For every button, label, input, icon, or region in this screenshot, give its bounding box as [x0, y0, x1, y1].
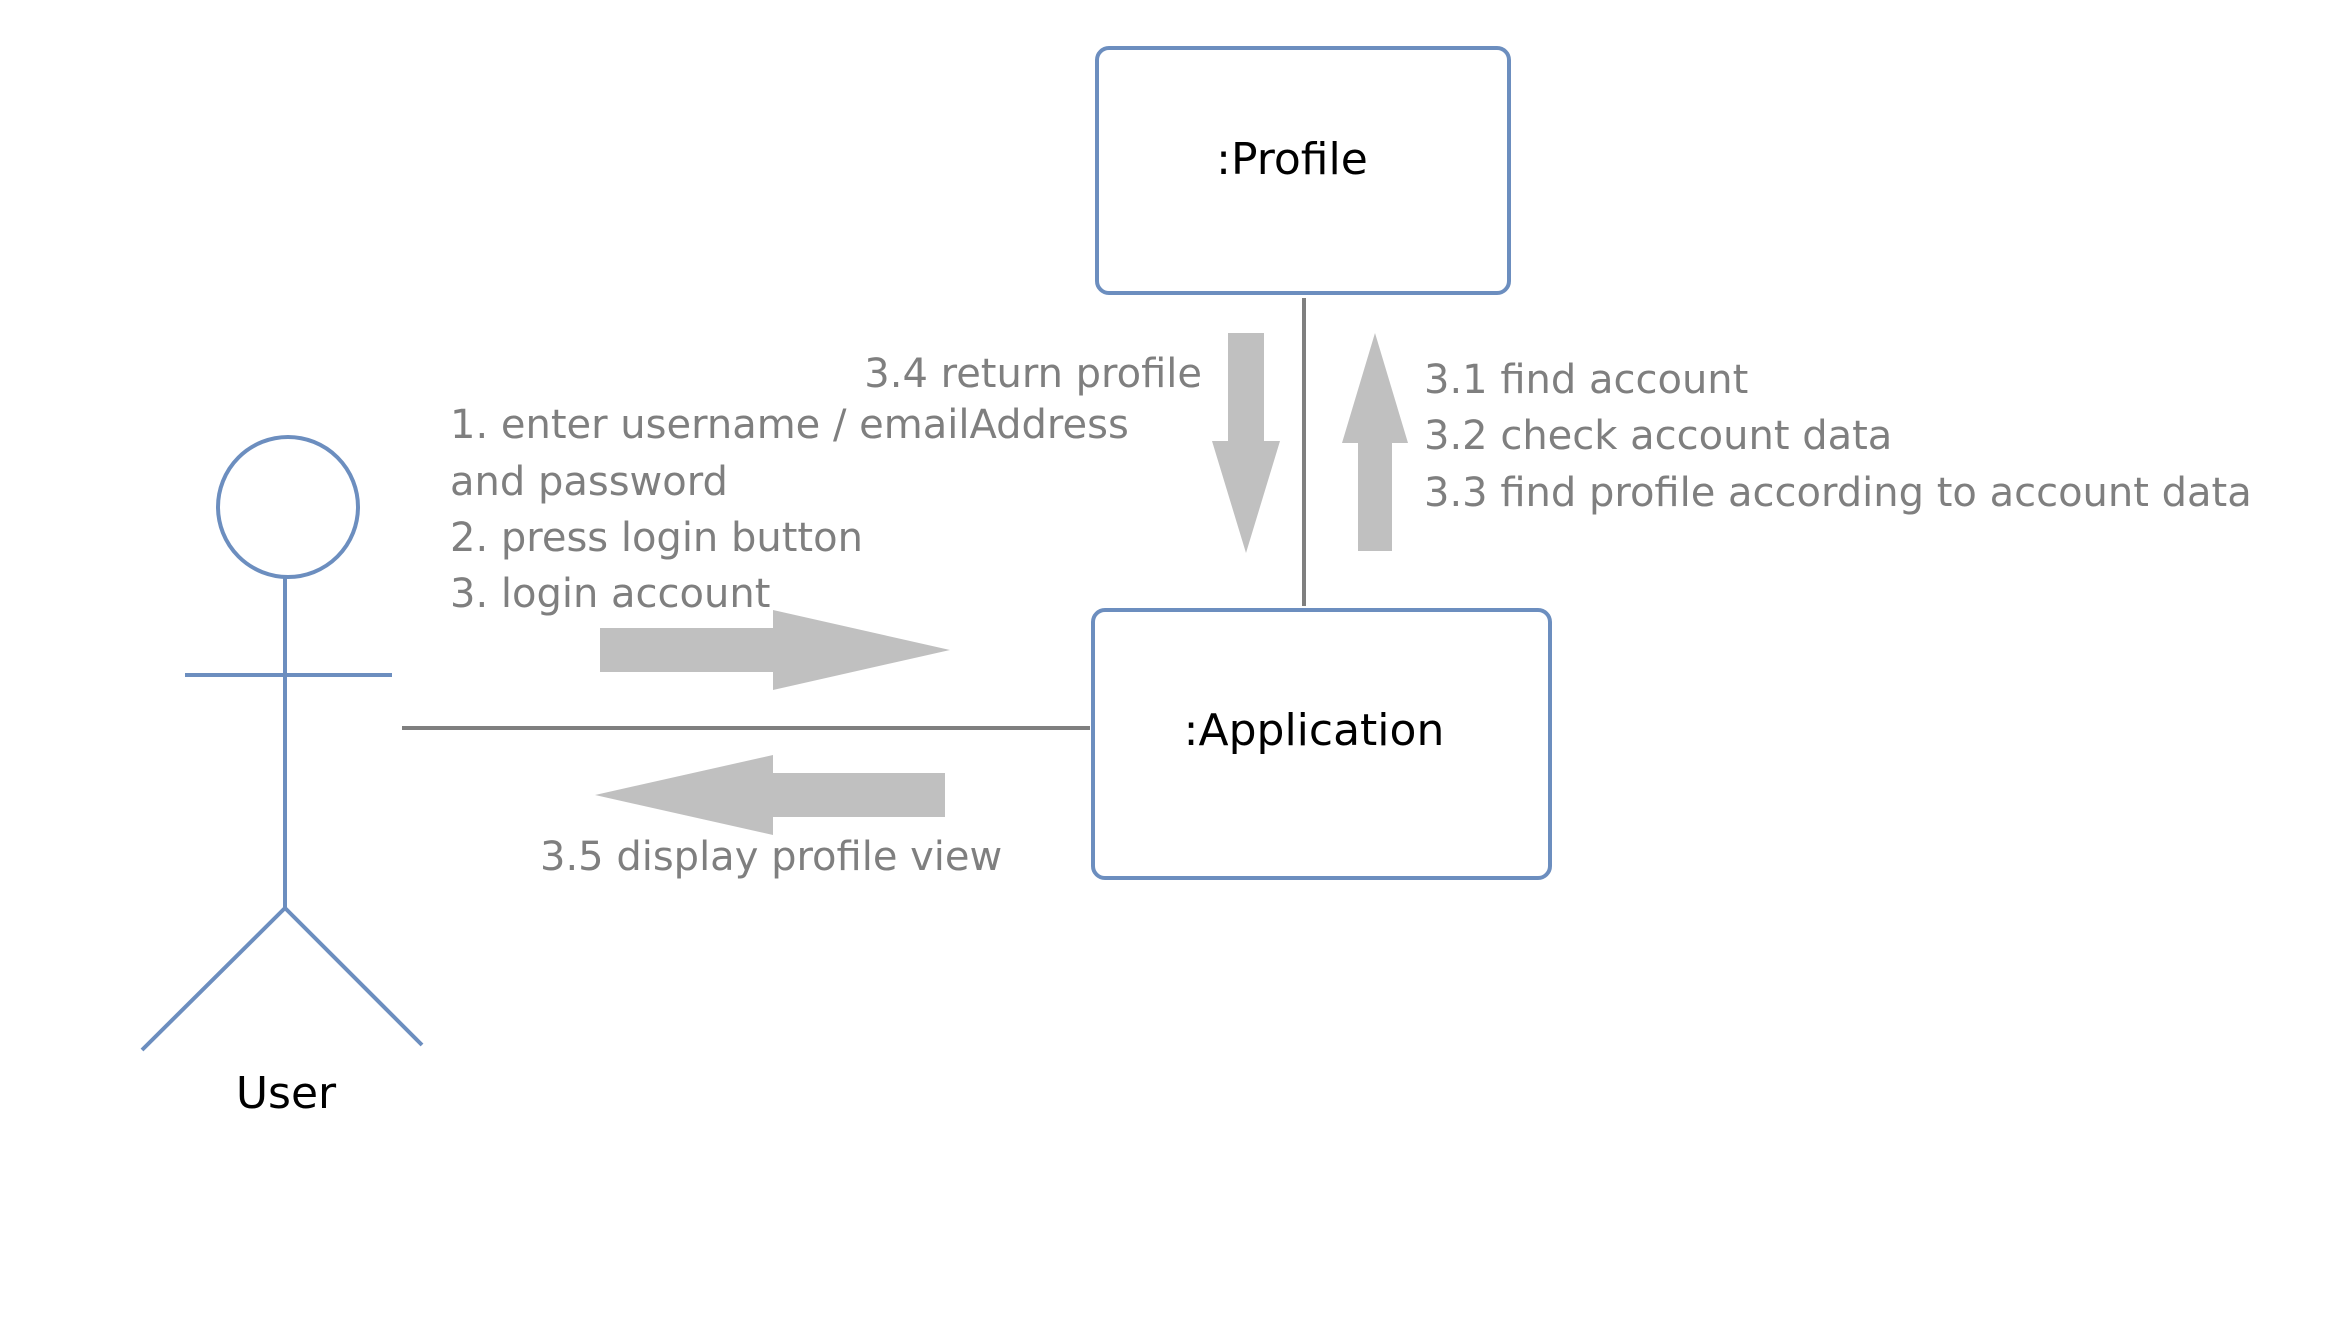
- actor-left-leg: [140, 906, 287, 1052]
- actor-right-leg: [283, 906, 424, 1047]
- application-object: :Application: [1091, 608, 1552, 880]
- application-to-profile-messages: 3.1 find account 3.2 check account data …: [1424, 357, 2252, 516]
- arrow-application-to-profile: [1342, 333, 1408, 551]
- message-3-1: 3.1 find account: [1424, 357, 1748, 403]
- message-2: 2. press login button: [450, 515, 863, 561]
- actor-head: [216, 435, 360, 579]
- application-label: :Application: [1184, 705, 1445, 756]
- message-3: 3. login account: [450, 571, 770, 617]
- application-box: [1091, 608, 1552, 880]
- profile-object: :Profile: [1095, 46, 1511, 295]
- message-3-5: 3.5 display profile view: [540, 834, 1002, 880]
- message-1a: 1. enter username / emailAddress: [450, 402, 1129, 448]
- message-1b: and password: [450, 459, 728, 505]
- message-3-4: 3.4 return profile: [864, 351, 1202, 397]
- message-3-3: 3.3 find profile according to account da…: [1424, 470, 2252, 516]
- profile-label: :Profile: [1216, 134, 1368, 185]
- actor-label: User: [236, 1068, 337, 1119]
- arrow-user-to-application: [600, 610, 950, 690]
- user-actor: User: [140, 435, 424, 1119]
- user-to-application-messages: 1. enter username / emailAddress and pas…: [450, 402, 1129, 617]
- arrow-application-to-user: [595, 755, 945, 835]
- profile-box: [1095, 46, 1511, 295]
- arrow-profile-to-application: [1212, 333, 1280, 553]
- message-3-2: 3.2 check account data: [1424, 413, 1892, 459]
